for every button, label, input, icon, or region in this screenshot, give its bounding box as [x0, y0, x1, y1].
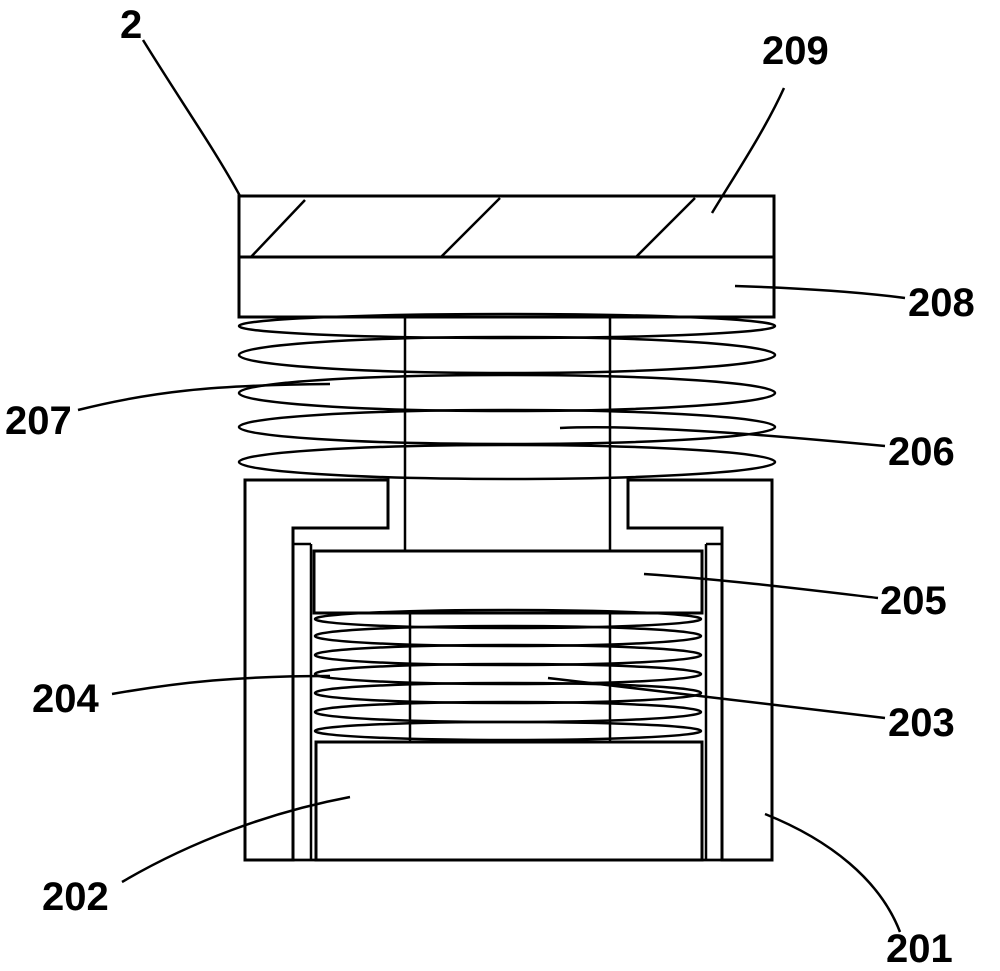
- label-206: 206: [888, 430, 955, 474]
- label-201: 201: [886, 927, 953, 971]
- label-202: 202: [42, 875, 109, 919]
- plate-208: [239, 257, 774, 317]
- label-208: 208: [908, 281, 975, 325]
- spring-204: [315, 610, 701, 740]
- base-block-202: [316, 742, 702, 860]
- label-2: 2: [120, 3, 142, 47]
- rod-206: [405, 317, 610, 551]
- bellows-207: [239, 314, 775, 479]
- label-203: 203: [888, 701, 955, 745]
- piston-205: [314, 551, 702, 613]
- label-209: 209: [762, 29, 829, 73]
- label-205: 205: [880, 579, 947, 623]
- label-204: 204: [32, 677, 99, 721]
- top-plate-209: [239, 196, 774, 258]
- label-207: 207: [5, 399, 72, 443]
